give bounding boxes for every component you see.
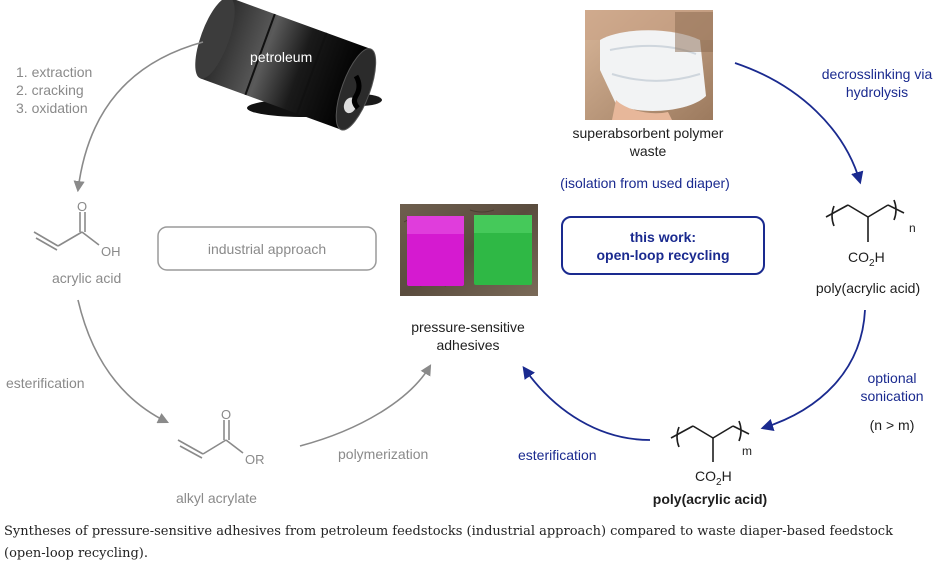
isolation-label: (isolation from used diaper) (560, 175, 730, 191)
sonication-line1: optional (867, 370, 916, 386)
scheme-diagram: petroleum 1. extraction 2. cracking 3. o… (6, 0, 933, 507)
arrow-paa-top-to-bottom (760, 309, 866, 431)
paa-bottom-structure (670, 420, 750, 462)
esterification-right-label: esterification (518, 447, 597, 463)
alkyl-acrylate-or: OR (245, 452, 265, 467)
step-oxidation: 3. oxidation (16, 100, 88, 116)
diaper-photo (585, 10, 713, 120)
arrow-paa-bottom-to-psa (522, 365, 651, 441)
industrial-approach-label: industrial approach (208, 241, 326, 257)
arrow-diaper-to-paa (734, 62, 864, 185)
alkyl-acrylate-structure (177, 420, 244, 459)
polymerization-label: polymerization (338, 446, 428, 462)
paa-top-subscript: n (909, 221, 916, 235)
paa-bottom-name: poly(acrylic acid) (653, 491, 767, 507)
n-greater-m: (n > m) (870, 417, 915, 433)
acrylic-acid-oh: OH (101, 244, 121, 259)
paa-top-group: CO2H (848, 249, 885, 269)
step-cracking: 2. cracking (16, 82, 84, 98)
psa-title-line1: pressure-sensitive (411, 319, 525, 335)
industrial-approach-box (157, 226, 377, 271)
acrylic-acid-structure (33, 212, 100, 251)
arrow-petroleum-to-acrylic-acid (73, 41, 204, 193)
diaper-caption-line1: superabsorbent polymer (573, 125, 724, 141)
figure-caption: Syntheses of pressure-sensitive adhesive… (4, 524, 893, 561)
alkyl-acrylate-o: O (221, 407, 231, 422)
acrylic-acid-o: O (77, 199, 87, 214)
arrow-acrylic-acid-to-alkyl-acrylate (77, 299, 170, 424)
acrylic-acid-name: acrylic acid (52, 270, 121, 286)
arrow-alkyl-acrylate-to-psa (299, 364, 432, 447)
paa-top-name: poly(acrylic acid) (816, 280, 920, 296)
this-work-box (561, 216, 765, 275)
paa-bottom-group: CO2H (695, 468, 732, 488)
this-work-line2: open-loop recycling (596, 247, 729, 263)
diaper-caption-line2: waste (629, 143, 667, 159)
sonication-line2: sonication (860, 388, 923, 404)
this-work-line1: this work: (630, 229, 696, 245)
esterification-left-label: esterification (6, 375, 85, 391)
alkyl-acrylate-name: alkyl acrylate (176, 490, 257, 506)
petroleum-label: petroleum (250, 49, 312, 65)
decrosslinking-line2: hydrolysis (846, 84, 908, 100)
adhesive-notes-photo (400, 204, 538, 296)
paa-top-structure (825, 199, 905, 242)
psa-title-line2: adhesives (436, 337, 499, 353)
decrosslinking-line1: decrosslinking via (822, 66, 933, 82)
petroleum-barrel: petroleum (195, 0, 382, 131)
step-extraction: 1. extraction (16, 64, 92, 80)
paa-bottom-subscript: m (742, 444, 752, 458)
